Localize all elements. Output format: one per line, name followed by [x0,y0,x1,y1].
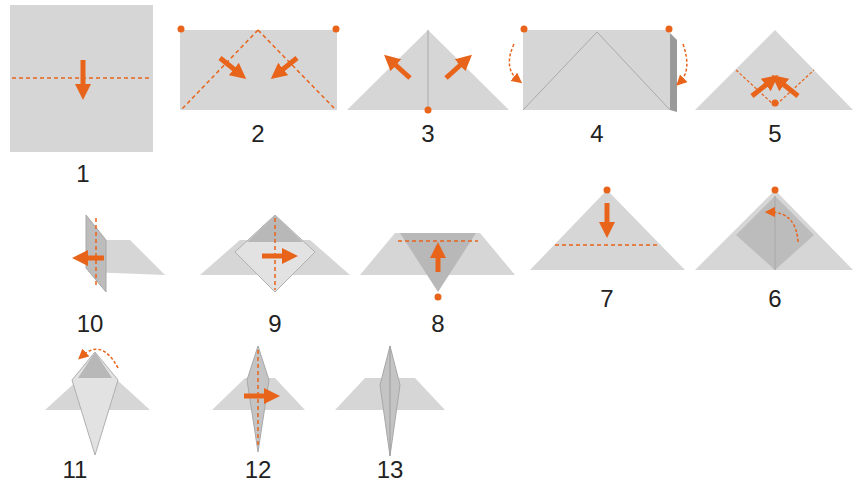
step-number: 3 [421,122,434,146]
step-number: 1 [76,162,89,186]
step-number: 12 [245,458,272,482]
step-number: 8 [431,312,444,336]
step-number: 6 [768,287,781,311]
step-1-figure [10,5,153,152]
step-12-figure [212,346,305,452]
step-2-figure [178,26,340,111]
step-9-figure [200,215,350,292]
step-number: 4 [590,122,603,146]
step-6-figure [695,187,853,271]
step-10-figure [80,215,165,292]
step-4-figure [509,26,687,113]
step-number: 13 [377,458,404,482]
step-7-figure [530,187,685,271]
step-number: 11 [63,458,88,482]
step-8-figure [360,233,515,301]
step-11-figure [45,349,150,455]
step-number: 7 [600,287,613,311]
step-number: 2 [251,122,264,146]
step-5-figure [695,30,853,110]
step-number: 10 [77,312,104,336]
step-3-figure [347,30,509,114]
step-13-figure [335,346,445,456]
step-number: 9 [268,312,281,336]
step-number: 5 [768,122,781,146]
